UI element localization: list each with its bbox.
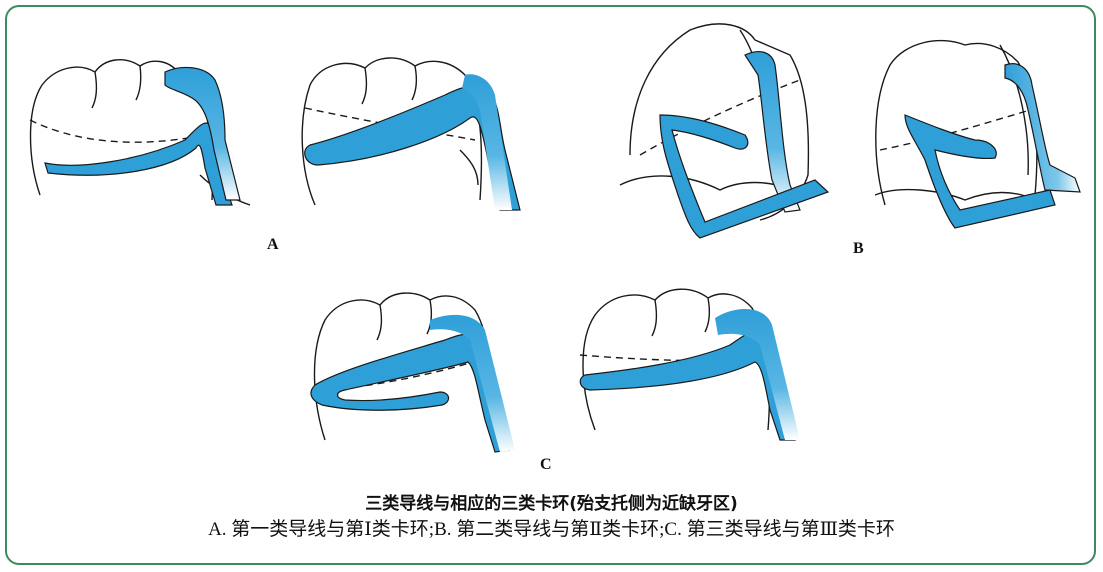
figure-caption: A. 第一类导线与第Ⅰ类卡环;B. 第二类导线与第Ⅱ类卡环;C. 第三类导线与第… [0,514,1103,541]
panel-label-a: A [267,236,279,254]
clasp-a1 [45,67,240,205]
clasp-c2 [580,309,800,440]
clasp-c1 [311,315,515,452]
clasp-b2 [905,64,1080,228]
panel-label-b: B [853,240,864,258]
clasp-b1 [660,52,828,238]
clasp-a2 [305,74,520,210]
panel-label-c: C [540,456,552,474]
figure-title: 三类导线与相应的三类卡环(殆支托侧为近缺牙区) [0,489,1103,514]
